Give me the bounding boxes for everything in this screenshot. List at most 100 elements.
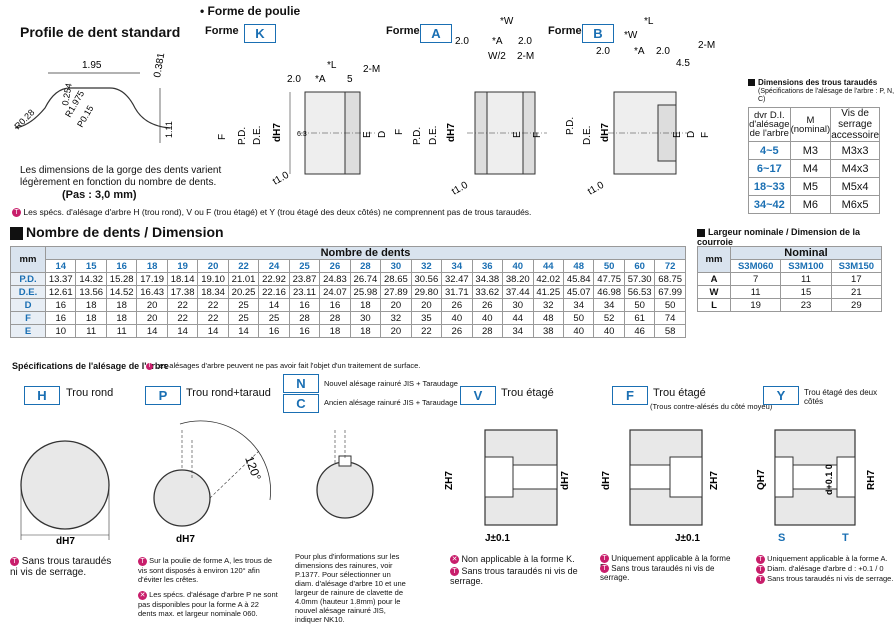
svg-text:t1.0: t1.0 bbox=[271, 170, 291, 188]
teeth-count-header: 20 bbox=[197, 259, 229, 273]
table-cell: 16 bbox=[258, 324, 290, 338]
table-cell: 40 bbox=[441, 311, 473, 325]
table-cell: 34 bbox=[502, 324, 534, 338]
table-cell: 27.89 bbox=[380, 285, 412, 299]
teeth-count-header: 72 bbox=[654, 259, 686, 273]
table-cell: 14.52 bbox=[105, 285, 138, 299]
table-cell: 57.30 bbox=[623, 272, 656, 286]
table-cell: 33.62 bbox=[471, 285, 504, 299]
std-profile-title: Profile de dent standard bbox=[20, 24, 181, 40]
table-cell: 18 bbox=[319, 324, 351, 338]
svg-text:2.0: 2.0 bbox=[287, 74, 301, 85]
table-cell: 18.14 bbox=[166, 272, 199, 286]
table-cell: 26.74 bbox=[349, 272, 382, 286]
width-table-title: Largeur nominale / Dimension de la courr… bbox=[697, 227, 861, 247]
table-cell: 30 bbox=[502, 298, 534, 312]
teeth-unit: mm bbox=[10, 246, 46, 273]
teeth-count-header: 15 bbox=[75, 259, 107, 273]
svg-text:E: E bbox=[672, 131, 683, 138]
table-cell: 14 bbox=[227, 324, 260, 338]
tapped-holes-table: dvr D.I. d'alésage de l'arbre M (nominal… bbox=[748, 107, 880, 214]
width-unit: mm bbox=[697, 246, 731, 273]
shape-k-box: K bbox=[244, 24, 276, 43]
dim-195: 1.95 bbox=[82, 60, 102, 71]
table-cell: 40 bbox=[593, 324, 625, 338]
tap-range: 18~33 bbox=[748, 177, 791, 196]
svg-text:*L: *L bbox=[644, 16, 654, 27]
svg-text:W/2: W/2 bbox=[488, 51, 506, 62]
svg-text:*L: *L bbox=[327, 60, 337, 71]
svg-text:2.0: 2.0 bbox=[596, 46, 610, 57]
table-cell: 37.44 bbox=[502, 285, 534, 299]
table-cell: 58 bbox=[654, 324, 686, 338]
bore-v-dim-j: J±0.1 bbox=[485, 533, 510, 544]
table-cell: 50 bbox=[562, 311, 595, 325]
table-cell: 52 bbox=[593, 311, 625, 325]
teeth-count-header: 16 bbox=[105, 259, 138, 273]
table-cell: 28.65 bbox=[380, 272, 412, 286]
teeth-count-header: 28 bbox=[349, 259, 382, 273]
row-label: A bbox=[697, 272, 731, 286]
svg-text:5: 5 bbox=[347, 74, 353, 85]
tap-range: 34~42 bbox=[748, 195, 791, 214]
svg-text:*A: *A bbox=[315, 74, 326, 85]
dim-111: 1.11 bbox=[164, 121, 174, 138]
table-cell: 34.38 bbox=[471, 272, 504, 286]
bore-p-angle: 120° bbox=[242, 454, 264, 482]
table-cell: 20.25 bbox=[227, 285, 260, 299]
bore-c-note: Pour plus d'informations sur les dimensi… bbox=[295, 552, 406, 624]
teeth-count-header: 19 bbox=[166, 259, 199, 273]
tap-m: M5 bbox=[789, 177, 832, 196]
svg-text:D.E.: D.E. bbox=[428, 126, 439, 145]
table-cell: 18 bbox=[75, 298, 107, 312]
forme-label-b: Forme bbox=[548, 25, 582, 37]
table-cell: 45.84 bbox=[562, 272, 595, 286]
profile-pitch: (Pas : 3,0 mm) bbox=[62, 189, 137, 201]
table-cell: 21.01 bbox=[227, 272, 260, 286]
teeth-count-header: 48 bbox=[562, 259, 595, 273]
bore-v-drawing: ZH7 dH7 J±0.1 bbox=[444, 429, 571, 544]
teeth-count-header: 50 bbox=[593, 259, 625, 273]
bore-y-note-1: T Uniquement applicable à la forme A. bbox=[756, 554, 894, 564]
bore-c-box: C bbox=[283, 394, 319, 413]
svg-text:t1.0: t1.0 bbox=[586, 180, 606, 198]
table-cell: 17 bbox=[830, 272, 883, 286]
bore-f-name: Trou étagé bbox=[653, 387, 706, 399]
tap-m: M6 bbox=[789, 195, 832, 214]
bore-v-note-1: ✕ Non applicable à la forme K. bbox=[450, 554, 575, 565]
table-cell: 56.53 bbox=[623, 285, 656, 299]
bore-v-note-2: T Sans trous taraudés ni vis de serrage. bbox=[450, 566, 578, 587]
svg-text:dH7: dH7 bbox=[600, 123, 611, 142]
svg-text:P.D.: P.D. bbox=[565, 117, 576, 135]
profile-note-1: Les dimensions de la gorge des dents var… bbox=[20, 165, 222, 176]
bore-p-drawing: 120° dH7 bbox=[153, 420, 271, 545]
table-cell: 30 bbox=[349, 311, 382, 325]
bore-y-dim-t: T bbox=[842, 532, 849, 544]
table-cell: 42.02 bbox=[532, 272, 564, 286]
teeth-count-header: 26 bbox=[319, 259, 351, 273]
shape-b-box: B bbox=[582, 24, 614, 43]
table-cell: 11 bbox=[105, 324, 138, 338]
table-cell: 61 bbox=[623, 311, 656, 325]
table-cell: 16 bbox=[288, 324, 321, 338]
svg-text:*A: *A bbox=[634, 46, 645, 57]
bore-f-box: F bbox=[612, 386, 648, 405]
row-label: D bbox=[10, 298, 46, 312]
table-cell: 22.92 bbox=[258, 272, 290, 286]
bore-p-name: Trou rond+taraud bbox=[186, 387, 271, 399]
table-cell: 25.98 bbox=[349, 285, 382, 299]
th-m: M (nominal) bbox=[789, 107, 832, 142]
svg-text:D: D bbox=[686, 131, 697, 138]
table-cell: 28 bbox=[288, 311, 321, 325]
table-cell: 38 bbox=[532, 324, 564, 338]
table-cell: 34 bbox=[562, 298, 595, 312]
table-cell: 22.16 bbox=[258, 285, 290, 299]
bore-specs-note: T Les alésages d'arbre peuvent ne pas av… bbox=[146, 361, 421, 370]
bore-v-dim-z: ZH7 bbox=[444, 471, 455, 490]
table-cell: 22 bbox=[166, 311, 199, 325]
